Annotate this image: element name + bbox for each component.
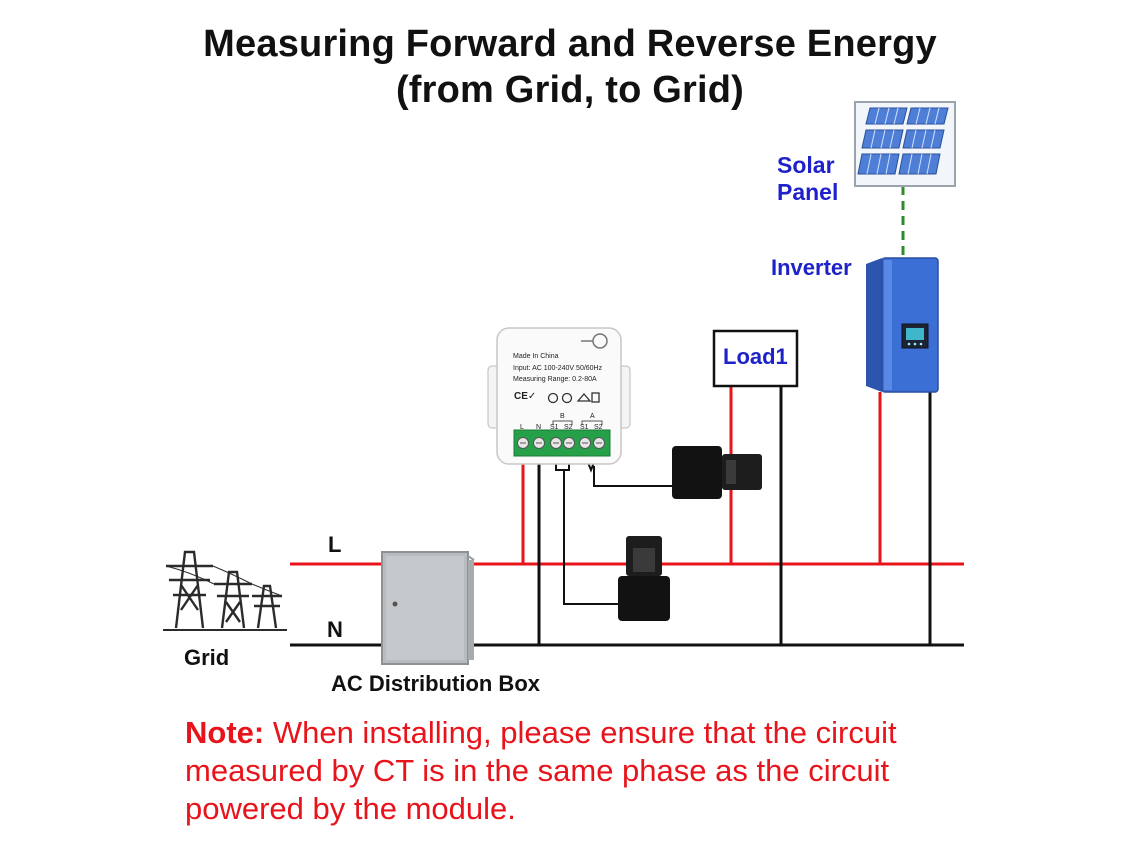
terminal-label: S2 (564, 424, 573, 431)
installation-note: Note: When installing, please ensure tha… (185, 714, 945, 828)
solar-panel-label-line1: Solar (777, 152, 835, 178)
module-group-a: A (590, 413, 595, 420)
module-group-b: B (560, 413, 565, 420)
solar-panel-label-line2: Panel (777, 179, 839, 205)
certification-icons (547, 392, 600, 404)
note-prefix: Note: (185, 715, 265, 750)
terminal-label: N (536, 424, 542, 431)
energy-meter-module (487, 327, 631, 465)
ct-clamp-grid (618, 536, 670, 621)
terminal-label: S1 (580, 424, 589, 431)
ce-mark-icon: CE✓ (514, 391, 537, 402)
ct-b-wire (555, 455, 628, 605)
grid-label: Grid (184, 645, 230, 670)
diagram-title-line2: (from Grid, to Grid) (395, 69, 745, 111)
module-text-line1: Made In China (513, 353, 559, 360)
line-n-label: N (327, 617, 343, 642)
terminal-label: S1 (550, 424, 559, 431)
module-text-line3: Measuring Range: 0.2-80A (513, 376, 597, 383)
load-label: Load1 (723, 344, 788, 369)
ac-box-label: AC Distribution Box (331, 671, 540, 696)
ct-clamp-load (672, 446, 762, 499)
terminal-label: S2 (594, 424, 603, 431)
ct-a-wire-3 (593, 466, 672, 487)
module-text-line2: Input: AC 100-240V 50/60Hz (513, 365, 603, 372)
inverter-icon (866, 257, 939, 393)
line-l-label: L (328, 532, 342, 557)
ac-distribution-box-icon (381, 551, 475, 665)
terminal-label: L (520, 424, 524, 431)
transmission-towers-icon (163, 550, 287, 631)
load-box (712, 329, 799, 388)
note-text: When installing, please ensure that the … (185, 715, 897, 826)
inverter-label: Inverter (771, 255, 852, 280)
solar-panel-icon (854, 101, 956, 187)
diagram-title-line1: Measuring Forward and Reverse Energy (203, 23, 937, 65)
